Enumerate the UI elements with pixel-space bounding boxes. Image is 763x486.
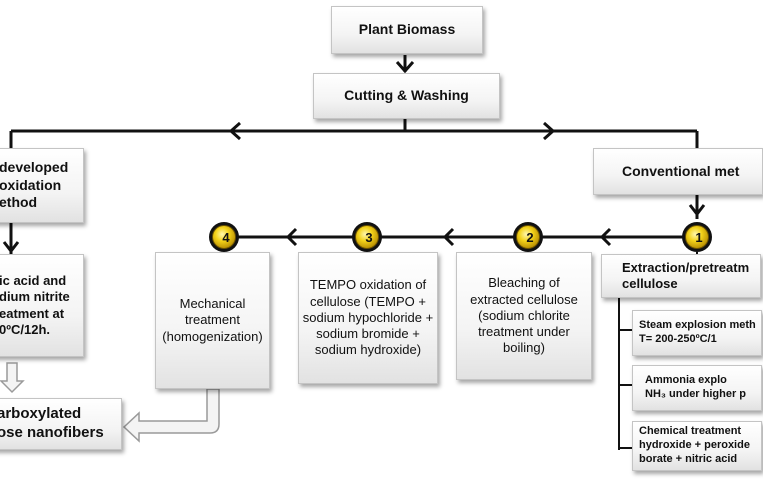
node-acid-treatment: ic acid and dium nitrite eatment at 0ºC/… — [0, 254, 84, 357]
step-number-4: 4 — [222, 230, 230, 245]
node-tempo-oxidation-label: TEMPO oxidation of cellulose (TEMPO + so… — [302, 277, 434, 358]
hollow-arrow-elbow — [122, 388, 220, 443]
node-steam-explosion-label: Steam explosion meth T= 200-250ºC/1 — [639, 319, 756, 345]
arrowhead-left — [599, 227, 612, 247]
arrowhead-down — [2, 241, 20, 254]
node-plant-biomass-label: Plant Biomass — [358, 21, 456, 38]
node-ammonia-explosion: Ammonia explo NH₃ under higher p — [632, 365, 762, 411]
node-cutting-washing-label: Cutting & Washing — [344, 87, 469, 104]
arrowhead-left — [228, 121, 241, 141]
node-tempo-oxidation: TEMPO oxidation of cellulose (TEMPO + so… — [298, 252, 438, 384]
node-developed-method-label: developed oxidation ethod — [0, 159, 69, 211]
arrowhead-down — [395, 61, 415, 74]
node-extraction-label: Extraction/pretreatm cellulose — [622, 259, 750, 291]
step-number-2: 2 — [526, 230, 533, 245]
node-conventional-method: Conventional met — [593, 148, 763, 195]
node-mechanical-treatment: Mechanical treatment (homogenization) — [155, 252, 270, 389]
arrowhead-left — [442, 227, 455, 247]
hollow-arrow-down — [0, 362, 25, 394]
node-ammonia-explosion-label: Ammonia explo NH₃ under higher p — [645, 374, 747, 400]
node-mechanical-treatment-label: Mechanical treatment (homogenization) — [162, 296, 263, 344]
node-carboxylated-nanofibers: arboxylated ose nanofibers — [0, 398, 122, 450]
step-badge-2: 2 — [513, 222, 543, 252]
node-steam-explosion: Steam explosion meth T= 200-250ºC/1 — [632, 310, 762, 356]
arrowhead-left — [285, 227, 298, 247]
node-chemical-treatment-label: Chemical treatment hydroxide + peroxide … — [639, 425, 750, 465]
node-extraction: Extraction/pretreatm cellulose — [601, 254, 761, 298]
step-badge-1: 1 — [682, 222, 712, 252]
step-badge-3: 3 — [352, 222, 382, 252]
arrowhead-right — [543, 121, 556, 141]
step-number-1: 1 — [695, 230, 702, 245]
flow-diagram: 4 3 2 1 Plant Biomass C — [0, 6, 763, 471]
step-badge-4: 4 — [209, 222, 239, 252]
step-number-3: 3 — [365, 230, 372, 245]
arrowhead-down — [688, 204, 706, 217]
connector-layer: 4 3 2 1 — [0, 55, 712, 450]
node-bleaching: Bleaching of extracted cellulose (sodium… — [456, 252, 592, 380]
node-cutting-washing: Cutting & Washing — [313, 73, 500, 119]
node-bleaching-label: Bleaching of extracted cellulose (sodium… — [470, 275, 578, 356]
node-conventional-method-label: Conventional met — [622, 162, 740, 179]
node-developed-method: developed oxidation ethod — [0, 148, 84, 223]
node-plant-biomass: Plant Biomass — [331, 6, 483, 54]
node-carboxylated-nanofibers-label: arboxylated ose nanofibers — [0, 405, 104, 441]
node-acid-treatment-label: ic acid and dium nitrite eatment at 0ºC/… — [0, 273, 70, 337]
node-chemical-treatment: Chemical treatment hydroxide + peroxide … — [632, 421, 762, 471]
